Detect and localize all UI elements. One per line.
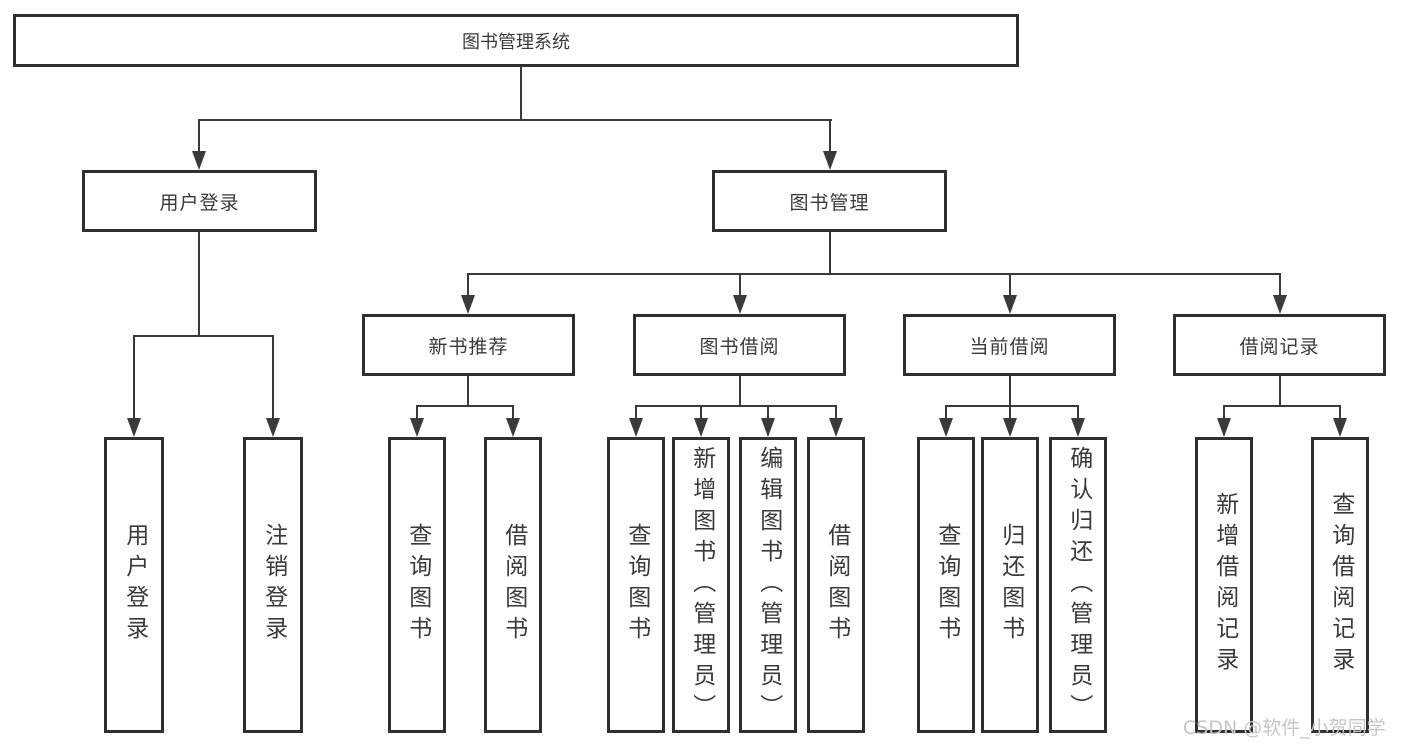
connector-line [198, 119, 200, 152]
connector-line [198, 232, 200, 335]
leaf-borrow-borrow-books: 借阅图书 [807, 437, 865, 733]
leaf-label: 查询借阅记录 [1327, 492, 1354, 678]
leaf-records-add-record: 新增借阅记录 [1195, 437, 1253, 733]
leaf-rec-borrow-books: 借阅图书 [484, 437, 542, 733]
leaf-borrow-edit-books-admin: 编辑图书（管理员） [739, 437, 797, 733]
connector-line [1223, 405, 1341, 407]
connector-line [829, 119, 831, 152]
node-new-book-recommend: 新书推荐 [362, 314, 575, 376]
arrow-down-icon [1217, 418, 1231, 437]
connector-line [133, 335, 135, 419]
node-label: 新书推荐 [428, 335, 509, 358]
leaf-current-return-books: 归还图书 [981, 437, 1039, 733]
connector-line [467, 273, 469, 296]
connector-line [767, 405, 769, 419]
arrow-down-icon [192, 151, 206, 170]
leaf-label: 注销登录 [260, 523, 287, 647]
node-label: 当前借阅 [969, 335, 1050, 358]
connector-line [635, 405, 637, 419]
arrow-down-icon [1003, 295, 1017, 314]
connector-line [1009, 376, 1011, 405]
connector-line [1223, 405, 1225, 419]
arrow-down-icon [266, 418, 280, 437]
node-current-borrow: 当前借阅 [903, 314, 1116, 376]
leaf-label: 新增借阅记录 [1211, 492, 1238, 678]
leaf-label: 借阅图书 [823, 523, 850, 647]
arrow-down-icon [694, 418, 708, 437]
connector-line [1339, 405, 1341, 419]
arrow-down-icon [829, 418, 843, 437]
connector-line [467, 376, 469, 405]
node-label: 图书借阅 [699, 335, 780, 358]
arrow-down-icon [410, 418, 424, 437]
arrow-down-icon [733, 295, 747, 314]
connector-line [1279, 376, 1281, 405]
connector-line [1279, 273, 1281, 296]
connector-line [1009, 273, 1011, 296]
connector-line [835, 405, 837, 419]
leaf-borrow-add-books-admin: 新增图书（管理员） [672, 437, 730, 733]
leaf-user-login: 用户登录 [104, 437, 164, 733]
connector-line [700, 405, 702, 419]
node-borrow-records: 借阅记录 [1173, 314, 1386, 376]
connector-line [467, 273, 1281, 275]
arrow-down-icon [127, 418, 141, 437]
arrow-down-icon [1003, 418, 1017, 437]
connector-line [739, 376, 741, 405]
arrow-down-icon [1071, 418, 1085, 437]
node-label: 用户登录 [159, 191, 240, 214]
leaf-records-query-record: 查询借阅记录 [1311, 437, 1369, 733]
arrow-down-icon [939, 418, 953, 437]
leaf-label: 查询图书 [933, 523, 960, 647]
connector-line [512, 405, 514, 419]
leaf-logout: 注销登录 [243, 437, 303, 733]
connector-line [133, 335, 274, 337]
leaf-label: 确认归还（管理员） [1065, 445, 1092, 725]
leaf-current-query-books: 查询图书 [917, 437, 975, 733]
leaf-current-confirm-return-admin: 确认归还（管理员） [1049, 437, 1107, 733]
connector-line [198, 119, 832, 121]
leaf-label: 归还图书 [997, 523, 1024, 647]
leaf-label: 借阅图书 [500, 523, 527, 647]
node-book-borrow: 图书借阅 [633, 314, 846, 376]
leaf-borrow-query-books: 查询图书 [607, 437, 665, 733]
node-label: 图书管理系统 [462, 31, 570, 53]
leaf-rec-query-books: 查询图书 [388, 437, 446, 733]
connector-line [945, 405, 1079, 407]
arrow-down-icon [506, 418, 520, 437]
connector-line [739, 273, 741, 296]
arrow-down-icon [461, 295, 475, 314]
connector-line [416, 405, 418, 419]
connector-line [635, 405, 837, 407]
arrow-down-icon [1273, 295, 1287, 314]
leaf-label: 查询图书 [623, 523, 650, 647]
node-book-management: 图书管理 [712, 170, 947, 232]
connector-line [272, 335, 274, 419]
node-label: 图书管理 [789, 191, 870, 214]
leaf-label: 用户登录 [121, 523, 148, 647]
arrow-down-icon [1333, 418, 1347, 437]
node-root-library-system: 图书管理系统 [13, 14, 1019, 67]
leaf-label: 查询图书 [404, 523, 431, 647]
connector-line [1009, 405, 1011, 419]
connector-line [829, 232, 831, 273]
connector-line [945, 405, 947, 419]
node-label: 借阅记录 [1239, 335, 1320, 358]
connector-line [416, 405, 514, 407]
connector-line [1077, 405, 1079, 419]
connector-line [520, 67, 522, 119]
arrow-down-icon [823, 151, 837, 170]
leaf-label: 新增图书（管理员） [688, 445, 715, 725]
csdn-watermark: CSDN @软件_小贺同学 [1183, 717, 1386, 739]
node-user-login: 用户登录 [82, 170, 317, 232]
leaf-label: 编辑图书（管理员） [755, 445, 782, 725]
arrow-down-icon [629, 418, 643, 437]
arrow-down-icon [761, 418, 775, 437]
